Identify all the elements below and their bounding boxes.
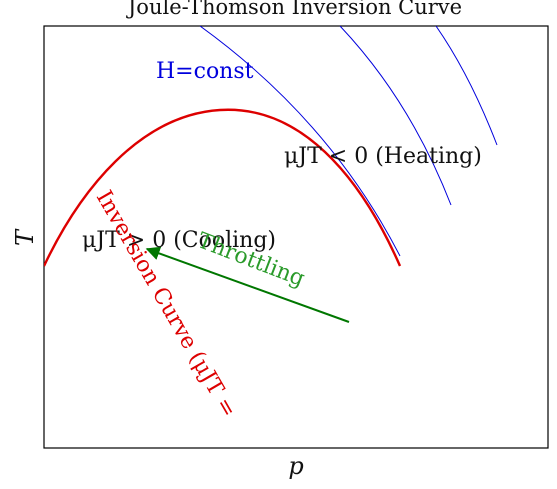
plot-content: H=const μJT < 0 (Heating) μJT > 0 (Cooli… bbox=[44, 26, 498, 422]
enthalpy-label: H=const bbox=[156, 59, 254, 84]
isenthalp-curve-3 bbox=[435, 26, 498, 146]
heating-label: μJT < 0 (Heating) bbox=[284, 144, 482, 169]
cooling-label: μJT > 0 (Cooling) bbox=[82, 228, 276, 253]
inversion-curve-label: Inversion Curve (μJT = bbox=[91, 187, 241, 422]
plot-frame bbox=[43, 25, 549, 449]
throttling-arrow bbox=[145, 246, 350, 323]
y-axis-label: T bbox=[11, 228, 39, 246]
inversion-curve bbox=[44, 108, 402, 267]
isenthalp-curve-2 bbox=[339, 26, 452, 206]
diagram-title: Joule-Thomson Inversion Curve bbox=[126, 0, 462, 19]
isenthalp-curve-1 bbox=[199, 26, 401, 257]
x-axis-label: p bbox=[288, 452, 303, 480]
